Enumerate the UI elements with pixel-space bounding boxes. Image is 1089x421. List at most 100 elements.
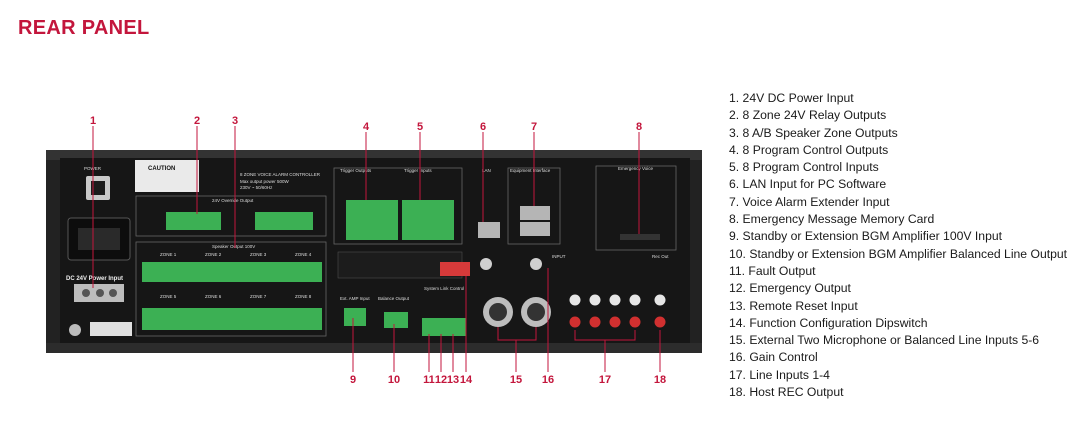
callout-number: 13 [447, 374, 459, 386]
legend-item: 12. Emergency Output [729, 281, 851, 296]
legend-item: 3. 8 A/B Speaker Zone Outputs [729, 125, 898, 140]
callout-number: 7 [531, 121, 537, 133]
legend-item: 13. Remote Reset Input [729, 298, 858, 313]
page-title: REAR PANEL [18, 17, 150, 39]
legend-item: 17. Line Inputs 1-4 [729, 367, 830, 382]
override-label: 24V Override Output [212, 198, 254, 203]
speaker-output-frame [135, 241, 327, 337]
callout-number: 10 [388, 374, 400, 386]
balance-output-label: Balance Output [378, 296, 410, 301]
override-frame [135, 195, 327, 237]
mains-inlet-socket [78, 228, 120, 250]
equipment-interface-label: Equipment Interface [510, 168, 551, 173]
caution-sticker [135, 160, 199, 192]
dc-terminal-screw [82, 289, 90, 297]
system-link-terminal [422, 318, 466, 336]
callout-number: 5 [417, 121, 423, 133]
speaker-output-label: Speaker Output 100V [212, 244, 255, 249]
callout-leaders [92, 126, 661, 372]
input-label: INPUT [552, 254, 566, 259]
emergency-voice-label: Emergency Voice [618, 166, 654, 171]
rca-jack-white [589, 294, 601, 306]
system-link-label: System Link Control [424, 286, 464, 291]
speaker-terminal [142, 262, 322, 282]
lan-label: LAN [482, 168, 491, 173]
controller-label: 8 ZONE VOICE ALARM CONTROLLER [240, 172, 321, 177]
rec-out-jack-red [654, 316, 666, 328]
legend-item: 16. Gain Control [729, 350, 818, 365]
callout-number: 8 [636, 121, 642, 133]
zone-label: ZONE 3 [250, 252, 267, 257]
warning-sticker [90, 322, 132, 336]
legend-item: 2. 8 Zone 24V Relay Outputs [729, 108, 887, 123]
rca-jack-white [629, 294, 641, 306]
legend-item: 5. 8 Program Control Inputs [729, 160, 879, 175]
trigger-frame [333, 167, 463, 245]
legend-item: 15. External Two Microphone or Balanced … [729, 333, 1040, 348]
rec-out-label: Rec Out [652, 254, 669, 259]
extender-port [520, 222, 550, 236]
xlr-input-jack-core [489, 303, 507, 321]
legend-item: 6. LAN Input for PC Software [729, 177, 887, 192]
dc-terminal-screw [109, 289, 117, 297]
zone-label: ZONE 2 [205, 252, 222, 257]
memory-card-slot [620, 234, 660, 240]
relay-output-terminal [166, 212, 221, 230]
callout-number: 18 [654, 374, 666, 386]
callout-number: 6 [480, 121, 486, 133]
power-switch-rocker [91, 181, 105, 195]
legend-item: 10. Standby or Extension BGM Amplifier B… [729, 246, 1068, 261]
legend-item: 11. Fault Output [729, 263, 816, 278]
callout-legend: 1. 24V DC Power Input 2. 8 Zone 24V Rela… [729, 90, 1067, 401]
legend-item: 8. Emergency Message Memory Card [729, 212, 935, 227]
rca-jack-red [609, 316, 621, 328]
callout-number: 1 [90, 115, 96, 127]
zone-label: ZONE 5 [160, 294, 177, 299]
relay-output-terminal [255, 212, 313, 230]
callout-number: 11 [423, 374, 435, 386]
legend-item: 18. Host REC Output [729, 385, 844, 400]
mains-label: 230V ~ 50/60Hz [240, 185, 273, 190]
balance-output-terminal [384, 312, 408, 328]
zone-label: ZONE 1 [160, 252, 177, 257]
callout-number: 12 [435, 374, 447, 386]
callout-number: 4 [363, 121, 370, 133]
zone-label: ZONE 7 [250, 294, 267, 299]
callout-number: 3 [232, 115, 238, 127]
dc-terminal-screw [96, 289, 104, 297]
gain-knob[interactable] [530, 258, 542, 270]
extender-port [520, 206, 550, 220]
legend-item: 4. 8 Program Control Outputs [729, 142, 889, 157]
rca-jack-red [629, 316, 641, 328]
callout-number: 17 [599, 374, 611, 386]
caution-text: CAUTION [148, 166, 175, 172]
rca-jack-red [589, 316, 601, 328]
zone-label: ZONE 4 [295, 252, 312, 257]
ground-terminal [69, 324, 81, 336]
trigger-inputs-label: Trigger Inputs [404, 168, 432, 173]
chassis-top-rim [46, 150, 702, 160]
callout-number: 16 [542, 374, 554, 386]
legend-item: 9. Standby or Extension BGM Amplifier 10… [729, 229, 1003, 244]
zone-label: ZONE 6 [205, 294, 222, 299]
callout-number: 9 [350, 374, 356, 386]
zone-label: ZONE 8 [295, 294, 312, 299]
chassis-bottom-rim [46, 343, 702, 353]
legend-item: 14. Function Configuration Dipswitch [729, 315, 928, 330]
callout-number: 2 [194, 115, 200, 127]
max-output-label: Max output power 500W [240, 179, 290, 184]
gain-knob[interactable] [480, 258, 492, 270]
rec-out-jack-white [654, 294, 666, 306]
trigger-outputs-label: Trigger Outputs [340, 168, 372, 173]
legend-item: 1. 24V DC Power Input [729, 91, 854, 105]
trigger-output-terminal [346, 200, 398, 240]
legend-item: 7. Voice Alarm Extender Input [729, 194, 890, 209]
callout-leader [497, 327, 537, 341]
ext-amp-terminal [344, 308, 366, 326]
lan-port [478, 222, 500, 238]
callout-number: 14 [460, 374, 473, 386]
ext-amp-label: Ext. AMP Input [340, 296, 370, 301]
speaker-terminal [142, 308, 322, 330]
rca-jack-white [569, 294, 581, 306]
